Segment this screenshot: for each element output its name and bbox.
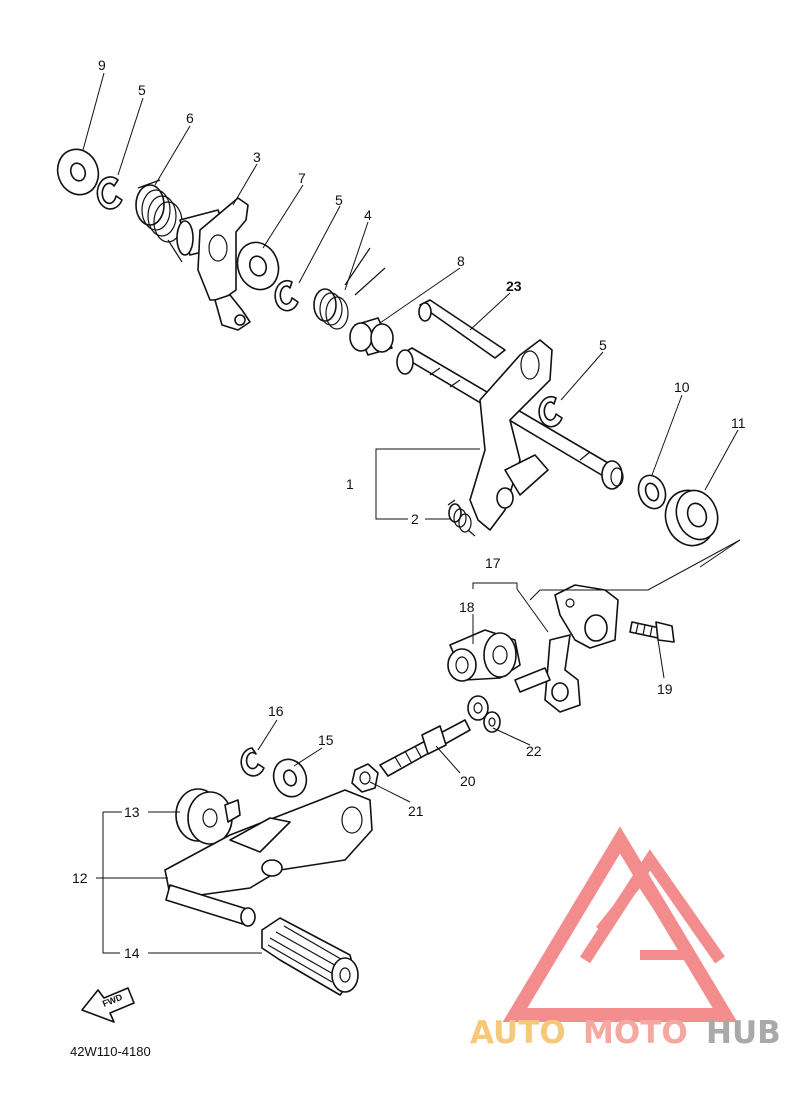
callout-19: 19 bbox=[657, 681, 673, 697]
part-16-circlip bbox=[240, 747, 265, 777]
part-small-joint bbox=[467, 695, 489, 721]
callout-1: 1 bbox=[346, 476, 354, 492]
part-5-circlip-2 bbox=[274, 279, 299, 312]
callout-16: 16 bbox=[268, 703, 284, 719]
callout-10: 10 bbox=[674, 379, 690, 395]
callout-5c: 5 bbox=[599, 337, 607, 353]
part-17-shift-arm bbox=[544, 584, 619, 713]
callout-12: 12 bbox=[72, 870, 88, 886]
part-21-nut bbox=[351, 763, 379, 793]
callout-9: 9 bbox=[98, 57, 106, 73]
part-13-joint bbox=[175, 788, 241, 845]
part-2-spring bbox=[447, 499, 476, 537]
fwd-arrow-icon bbox=[81, 987, 135, 1023]
part-12-shift-pedal bbox=[164, 789, 373, 927]
callout-5: 5 bbox=[138, 82, 146, 98]
part-14-pedal-rubber bbox=[261, 917, 359, 996]
callout-labels: 9 5 6 3 7 5 4 8 23 5 10 11 1 2 17 18 19 … bbox=[72, 57, 746, 961]
drawing-code: 42W110-4180 bbox=[70, 1044, 151, 1059]
callout-3: 3 bbox=[253, 149, 261, 165]
part-11-oil-seal bbox=[664, 489, 719, 547]
callout-4: 4 bbox=[364, 207, 372, 223]
part-4-spring bbox=[313, 247, 386, 330]
watermark-auto: AUTO bbox=[470, 1015, 566, 1051]
callout-15: 15 bbox=[318, 732, 334, 748]
callout-22: 22 bbox=[526, 743, 542, 759]
callout-5b: 5 bbox=[335, 192, 343, 208]
part-7-washer bbox=[236, 241, 280, 291]
part-5-circlip bbox=[96, 176, 123, 210]
callout-20: 20 bbox=[460, 773, 476, 789]
watermark-moto: MOTO bbox=[583, 1015, 688, 1051]
callout-11: 11 bbox=[731, 415, 746, 431]
part-1-shift-shaft bbox=[396, 339, 624, 531]
part-6-spring bbox=[135, 179, 183, 263]
part-20-rod bbox=[379, 719, 471, 777]
watermark-hub: HUB bbox=[706, 1015, 781, 1051]
part-18-joint bbox=[447, 629, 551, 693]
part-15-washer bbox=[272, 758, 308, 798]
callout-23: 23 bbox=[506, 278, 522, 294]
callout-8: 8 bbox=[457, 253, 465, 269]
callout-6: 6 bbox=[186, 110, 194, 126]
part-8-collar bbox=[349, 317, 394, 356]
callout-21: 21 bbox=[408, 803, 424, 819]
watermark-logo bbox=[502, 826, 738, 1022]
callout-7: 7 bbox=[298, 170, 306, 186]
callout-18: 18 bbox=[459, 599, 475, 615]
part-22-nut bbox=[483, 711, 501, 733]
part-5-circlip-3 bbox=[538, 395, 563, 428]
part-19-bolt bbox=[629, 621, 675, 643]
part-3-lever bbox=[176, 197, 251, 331]
part-9-washer bbox=[56, 148, 100, 196]
callout-2: 2 bbox=[411, 511, 419, 527]
callout-13: 13 bbox=[124, 804, 140, 820]
part-23-pin bbox=[418, 299, 506, 359]
callout-14: 14 bbox=[124, 945, 140, 961]
part-10-washer bbox=[637, 474, 667, 510]
callout-17: 17 bbox=[485, 555, 501, 571]
leader-lines bbox=[82, 72, 741, 954]
